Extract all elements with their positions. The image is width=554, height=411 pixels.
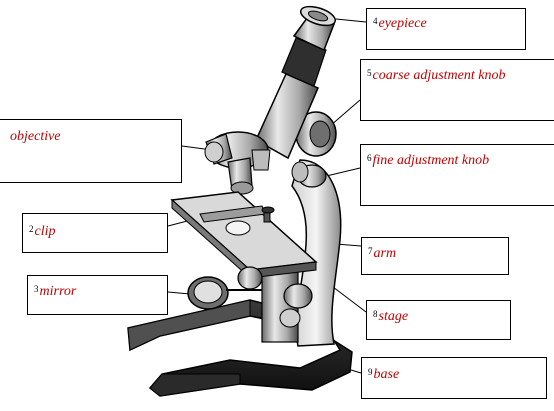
label-text: eyepiece bbox=[378, 16, 427, 31]
label-base: 9base bbox=[361, 357, 547, 399]
label-text: coarse adjustment knob bbox=[372, 68, 506, 83]
label-number: 9 bbox=[368, 367, 373, 377]
label-number: 8 bbox=[373, 309, 378, 319]
label-number: 4 bbox=[373, 16, 378, 26]
label-objective: objective bbox=[0, 119, 182, 183]
label-text: objective bbox=[10, 129, 61, 144]
label-number: 7 bbox=[368, 246, 373, 256]
objective-shape bbox=[204, 131, 271, 195]
label-text: base bbox=[373, 367, 400, 382]
mirror-shape bbox=[187, 276, 262, 310]
label-eyepiece: 4eyepiece bbox=[366, 8, 526, 50]
label-stage: 8stage bbox=[366, 300, 511, 340]
condenser-shape bbox=[237, 266, 313, 328]
label-number: 2 bbox=[29, 224, 34, 234]
label-clip: 2clip bbox=[22, 213, 168, 253]
label-text: arm bbox=[373, 246, 397, 261]
label-arm: 7arm bbox=[361, 237, 509, 275]
label-number: 3 bbox=[34, 284, 39, 294]
tube-shape bbox=[255, 5, 337, 160]
label-fine-adjustment-knob: 6fine adjustment knob bbox=[360, 144, 554, 206]
label-text: fine adjustment knob bbox=[372, 153, 490, 168]
label-number: 5 bbox=[367, 68, 372, 78]
leader-mirror bbox=[167, 291, 191, 295]
label-text: clip bbox=[34, 224, 56, 239]
label-text: mirror bbox=[39, 284, 77, 299]
label-coarse-adjustment-knob: 5coarse adjustment knob bbox=[360, 59, 554, 121]
label-text: stage bbox=[378, 309, 409, 324]
fine-knob-shape bbox=[291, 161, 327, 188]
stage-shape bbox=[170, 191, 318, 280]
leader-coarse bbox=[329, 99, 361, 127]
label-mirror: 3mirror bbox=[27, 275, 168, 315]
leader-eyepiece bbox=[335, 18, 367, 23]
label-number: 6 bbox=[367, 153, 372, 163]
